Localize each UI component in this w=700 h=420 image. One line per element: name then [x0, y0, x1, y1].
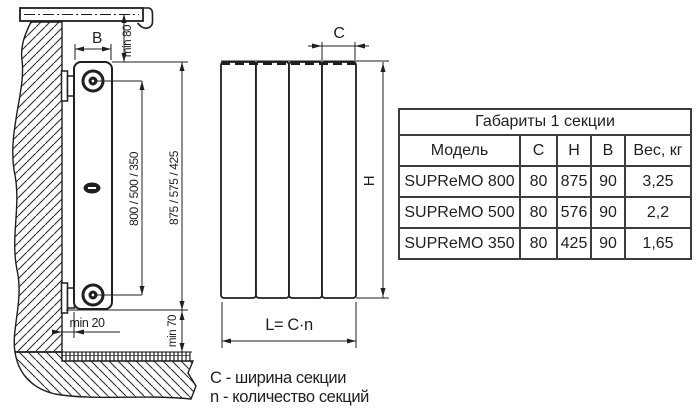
table-cell: 1,65: [624, 227, 692, 260]
table-row: SUPReMO 500 80 576 90 2,2: [398, 196, 692, 229]
table-cell: 80: [519, 165, 558, 198]
table-cell: 576: [556, 196, 592, 229]
front-view-dimension-arrows: [222, 43, 386, 344]
dim-min70-label: min 70: [167, 315, 179, 347]
table-cell: 425: [556, 227, 592, 260]
legend: С - ширина секции n - количество секций: [210, 369, 370, 406]
table-header-row: Модель С Н В Вес, кг: [398, 134, 692, 167]
window-sill: [19, 7, 154, 29]
model-name-cell: SUPReMO 800: [398, 165, 521, 198]
dim-c-label: C: [333, 25, 344, 42]
dim-b-label: B: [92, 30, 102, 47]
table-row: SUPReMO 350 80 425 90 1,65: [398, 227, 692, 260]
radiator-port-bottom: [81, 283, 105, 307]
table-title-row: Габариты 1 секции: [398, 108, 692, 136]
table-cell: 80: [519, 196, 558, 229]
table-header-model: Модель: [398, 134, 521, 167]
sill-hook-profile: [136, 7, 154, 29]
table-title: Габариты 1 секции: [398, 108, 692, 136]
model-name-cell: SUPReMO 350: [398, 227, 521, 260]
table-header-weight: Вес, кг: [624, 134, 692, 167]
table-cell: 80: [519, 227, 558, 260]
dim-inner-heights-label: 800 / 500 / 350: [127, 151, 141, 226]
floor-screed-layer: [61, 351, 191, 362]
table-cell: 3,25: [624, 165, 692, 198]
table-cell: 90: [590, 227, 626, 260]
legend-line-count: n - количество секций: [210, 388, 369, 406]
radiator-front-view: [220, 61, 357, 299]
table-header-h: Н: [556, 134, 592, 167]
dim-min20-label: min 20: [69, 316, 105, 330]
wall-cross-section: [12, 21, 63, 353]
technical-drawing: B min 80 800 / 500 / 350 875 / 575 / 425…: [12, 7, 389, 406]
table-cell: 875: [556, 165, 592, 198]
floor-cross-section: [14, 351, 197, 400]
dimensions-table: Габариты 1 секции Модель С Н В Вес, кг S…: [398, 108, 692, 260]
legend-line-width: С - ширина секции: [210, 369, 346, 387]
radiator-plug-middle: [83, 182, 101, 194]
mounting-bracket-bottom: [60, 282, 76, 314]
table-cell: 90: [590, 196, 626, 229]
table-cell: 2,2: [624, 196, 692, 229]
dim-l-label: L= C·n: [265, 316, 313, 334]
model-name-cell: SUPReMO 500: [398, 196, 521, 229]
mounting-bracket-top: [60, 70, 76, 102]
radiator-side-view: [73, 61, 113, 310]
table-header-b: В: [590, 134, 626, 167]
table-row: SUPReMO 800 80 875 90 3,25: [398, 165, 692, 198]
dim-h-label: H: [361, 176, 378, 186]
dim-min80-label: min 80: [122, 25, 134, 57]
side-view-dimension-arrows: [52, 14, 185, 352]
dim-outer-heights-label: 875 / 575 / 425: [167, 150, 181, 225]
table-cell: 90: [590, 165, 626, 198]
table-header-c: С: [519, 134, 558, 167]
